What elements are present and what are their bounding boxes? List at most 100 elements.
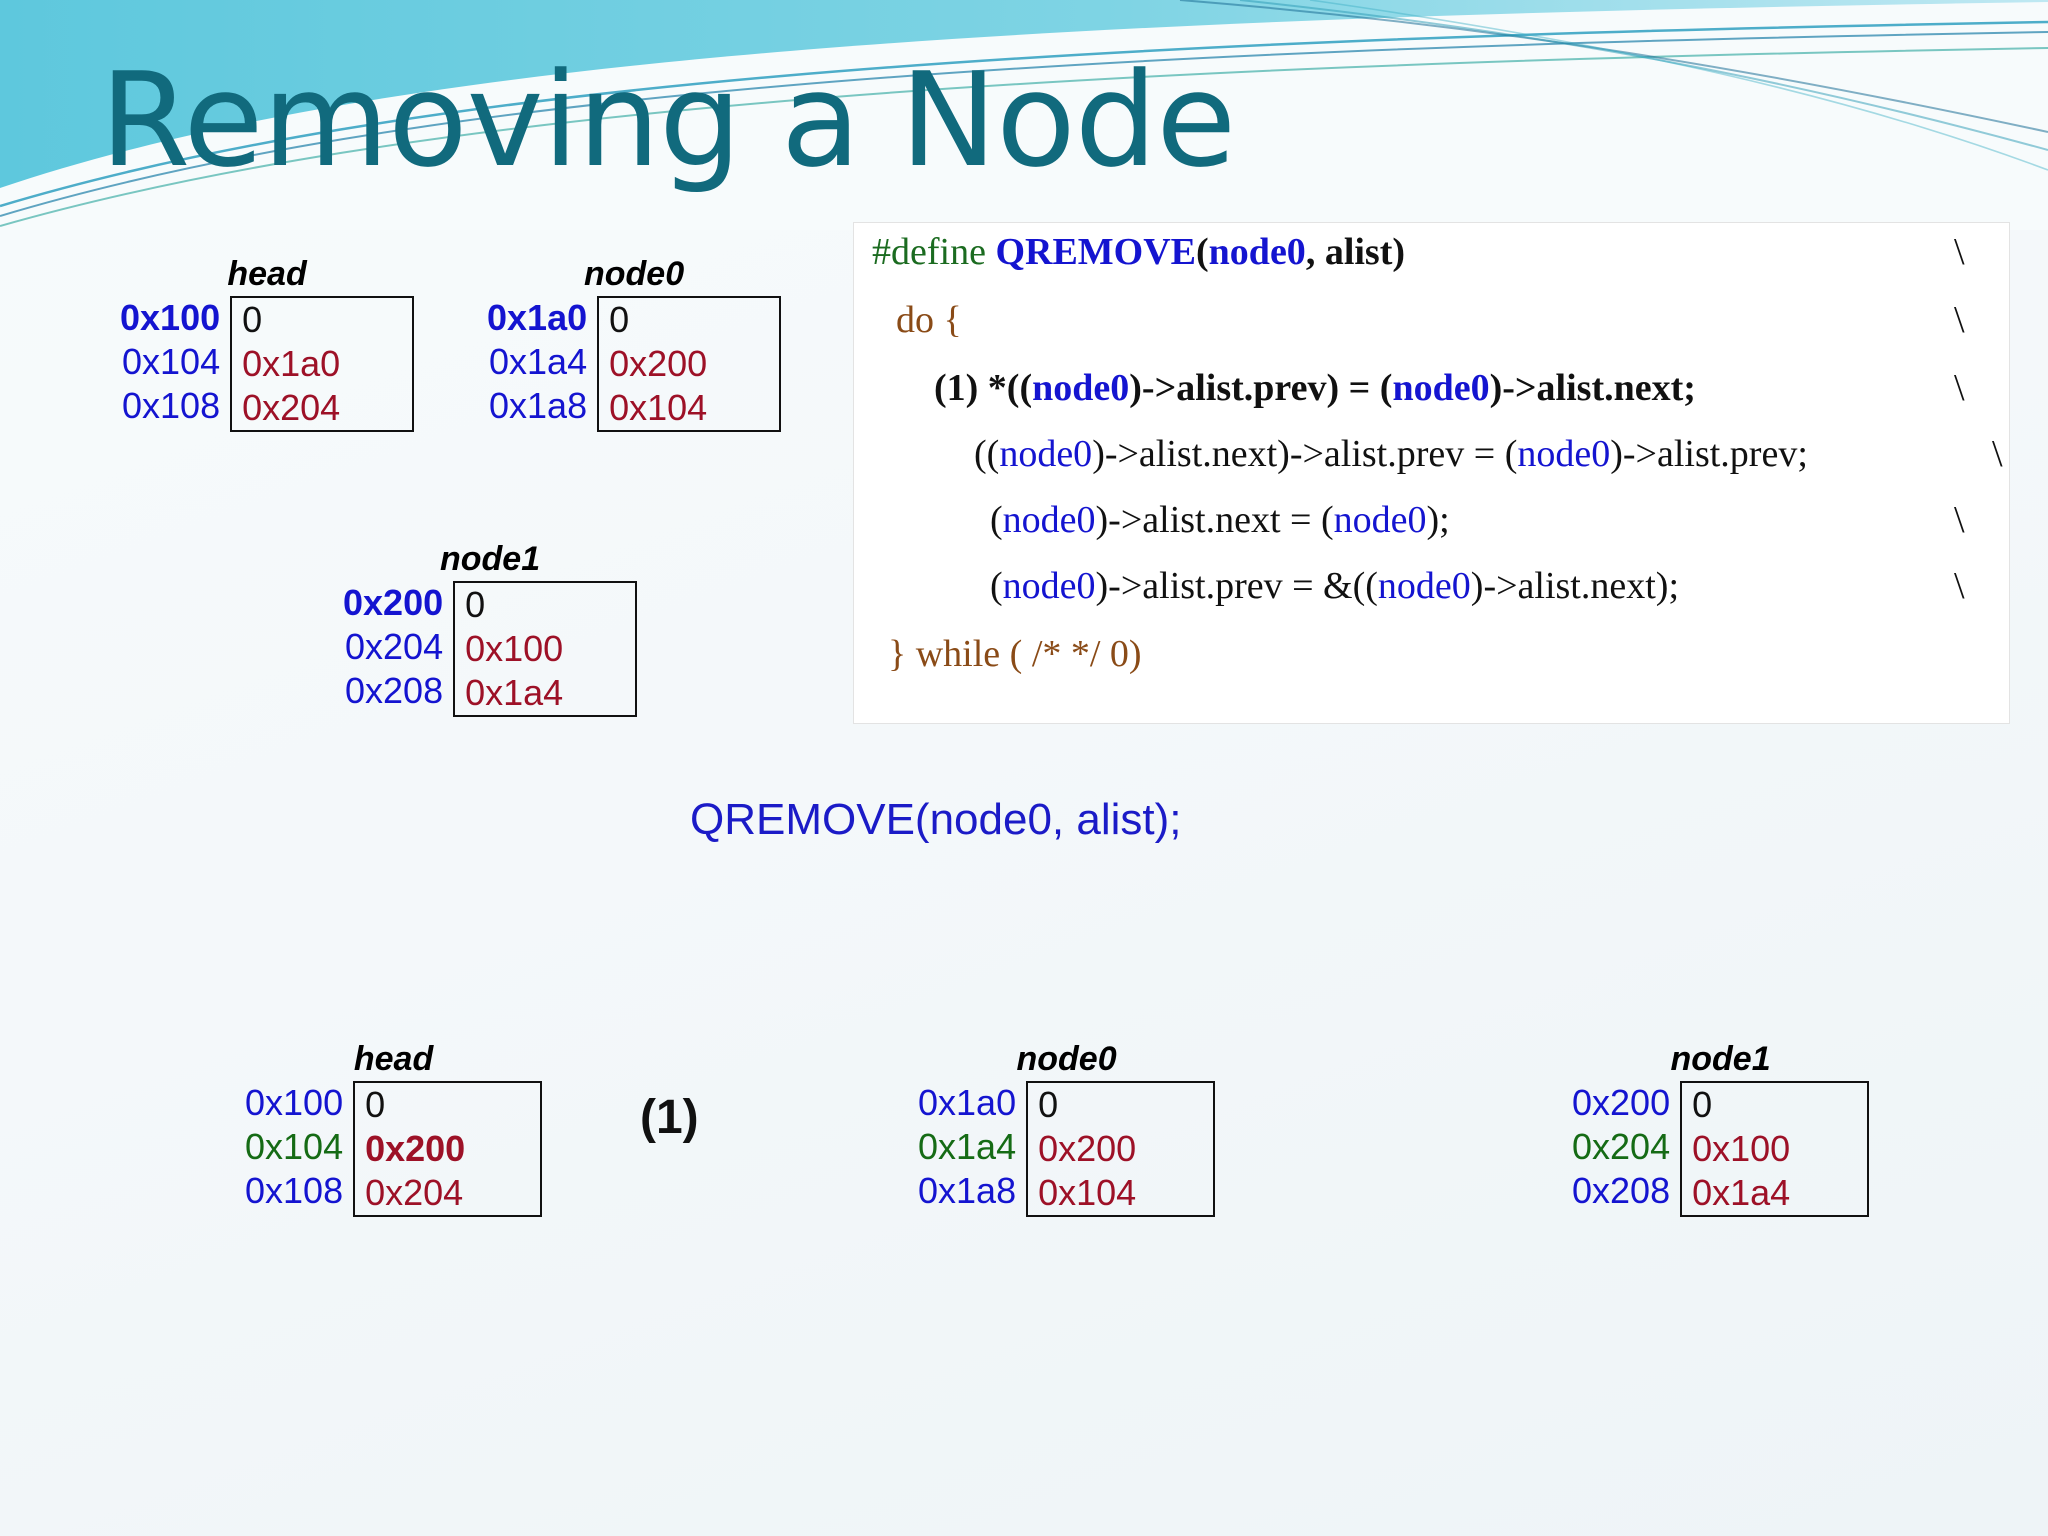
code-token: QREMOVE (995, 231, 1197, 273)
value-column: 0 0x100 0x1a4 (453, 581, 638, 717)
code-line-stmt3: (node0)->alist.next = (node0); (990, 501, 1450, 539)
code-token: )->alist.prev) = ( (1129, 367, 1393, 409)
value-cell: 0x1a4 (1692, 1171, 1791, 1213)
address-column: 0x200 0x204 0x208 (1572, 1081, 1680, 1217)
code-token: do { (896, 299, 962, 341)
code-cont-2: \ (1954, 367, 1965, 409)
code-token: alist (1324, 231, 1393, 273)
code-token: node0 (1032, 367, 1130, 409)
block-rows: 0x1a0 0x1a4 0x1a8 0 0x200 0x104 (487, 296, 782, 432)
call-statement: QREMOVE(node0, alist); (690, 795, 1182, 844)
code-token: node0 (999, 433, 1093, 475)
top-block-node1: node1 0x200 0x204 0x208 0 0x100 0x1a4 (343, 540, 638, 717)
address-cell: 0x208 (345, 669, 444, 711)
value-cell: 0x100 (1692, 1127, 1791, 1169)
value-cell: 0 (1038, 1084, 1059, 1125)
code-token: node0 (1002, 499, 1096, 541)
code-token: )->alist.next = ( (1095, 499, 1334, 541)
bottom-block-head: head 0x100 0x104 0x108 0 0x200 0x204 (245, 1040, 543, 1217)
code-token: ); (1426, 499, 1450, 541)
top-block-head: head 0x100 0x104 0x108 0 0x1a0 0x204 (120, 255, 415, 432)
address-cell: 0x1a0 (487, 297, 588, 338)
block-rows: 0x100 0x104 0x108 0 0x1a0 0x204 (120, 296, 415, 432)
code-token: node0 (1392, 367, 1490, 409)
code-line-stmt1: (1) *((node0)->alist.prev) = (node0)->al… (934, 369, 1696, 407)
value-cell: 0x204 (242, 386, 341, 428)
code-token: )->alist.next; (1489, 367, 1696, 409)
code-line-stmt4: (node0)->alist.prev = &((node0)->alist.n… (990, 567, 1679, 605)
address-cell: 0x1a4 (489, 340, 588, 382)
address-cell: 0x204 (345, 625, 444, 667)
code-cont-0: \ (1954, 231, 1965, 273)
block-rows: 0x200 0x204 0x208 0 0x100 0x1a4 (1572, 1081, 1870, 1217)
code-token: node0 (1517, 433, 1611, 475)
code-line-do: do { (896, 301, 962, 339)
code-token: node0 (1002, 565, 1096, 607)
address-column: 0x100 0x104 0x108 (245, 1081, 353, 1217)
code-token: #define (872, 231, 996, 273)
address-cell: 0x100 (245, 1082, 344, 1123)
value-column: 0 0x200 0x104 (597, 296, 782, 432)
code-token: ( (1196, 231, 1209, 273)
block-rows: 0x1a0 0x1a4 0x1a8 0 0x200 0x104 (918, 1081, 1216, 1217)
code-token: ) (1392, 231, 1406, 273)
address-cell: 0x104 (122, 340, 221, 382)
address-cell: 0x1a4 (918, 1125, 1017, 1167)
code-token: ( (990, 565, 1003, 607)
block-caption: head (353, 1040, 434, 1078)
address-column: 0x1a0 0x1a4 0x1a8 (487, 296, 597, 432)
code-token: } while ( /* */ 0) (888, 633, 1142, 675)
code-cont-5: \ (1954, 565, 1965, 607)
value-cell: 0 (465, 584, 486, 625)
bottom-block-node0: node0 0x1a0 0x1a4 0x1a8 0 0x200 0x104 (918, 1040, 1216, 1217)
value-cell: 0 (365, 1084, 386, 1125)
address-column: 0x1a0 0x1a4 0x1a8 (918, 1081, 1026, 1217)
code-token: (( (974, 433, 1000, 475)
step-label-1: (1) (640, 1091, 699, 1144)
code-cont-1: \ (1954, 299, 1965, 341)
address-column: 0x100 0x104 0x108 (120, 296, 230, 432)
code-token: )->alist.prev; (1610, 433, 1808, 475)
value-cell: 0 (609, 299, 630, 340)
address-cell: 0x1a8 (489, 384, 588, 426)
code-token: ( (990, 499, 1003, 541)
macro-code-panel: #define QREMOVE(node0, alist) do { (1) *… (853, 222, 2010, 724)
value-cell: 0x200 (609, 342, 708, 384)
code-token: )->alist.next)->alist.prev = ( (1092, 433, 1518, 475)
block-rows: 0x100 0x104 0x108 0 0x200 0x204 (245, 1081, 543, 1217)
page-title: Removing a Node (100, 44, 1236, 196)
code-token: )->alist.prev = &(( (1095, 565, 1378, 607)
value-cell: 0x100 (465, 627, 564, 669)
address-cell: 0x204 (1572, 1125, 1671, 1167)
header-decoration (0, 0, 2048, 230)
address-cell: 0x200 (343, 582, 444, 623)
value-cell: 0 (1692, 1084, 1713, 1125)
top-block-node0: node0 0x1a0 0x1a4 0x1a8 0 0x200 0x104 (487, 255, 782, 432)
value-column: 0 0x200 0x104 (1026, 1081, 1216, 1217)
value-column: 0 0x100 0x1a4 (1680, 1081, 1870, 1217)
address-cell: 0x108 (245, 1169, 344, 1211)
block-caption: node1 (439, 540, 541, 578)
code-token: node0 (1333, 499, 1427, 541)
code-cont-3: \ (1992, 433, 2003, 475)
value-cell: 0 (242, 299, 263, 340)
value-cell: 0x200 (1038, 1127, 1137, 1169)
code-line-while: } while ( /* */ 0) (888, 635, 1142, 673)
code-line-define: #define QREMOVE(node0, alist) (872, 233, 1405, 271)
block-caption: node0 (583, 255, 685, 293)
bottom-block-node1: node1 0x200 0x204 0x208 0 0x100 0x1a4 (1572, 1040, 1870, 1217)
address-cell: 0x104 (245, 1125, 344, 1167)
block-caption: node0 (1016, 1040, 1117, 1078)
address-cell: 0x208 (1572, 1169, 1671, 1211)
value-cell: 0x104 (1038, 1171, 1137, 1213)
address-cell: 0x200 (1572, 1082, 1671, 1123)
code-token: , (1305, 231, 1325, 273)
address-cell: 0x1a0 (918, 1082, 1017, 1123)
value-column: 0 0x1a0 0x204 (230, 296, 415, 432)
block-caption: head (227, 255, 307, 293)
value-column: 0 0x200 0x204 (353, 1081, 543, 1217)
code-token: node0 (1208, 231, 1306, 273)
value-cell: 0x1a0 (242, 342, 341, 384)
value-cell: 0x1a4 (465, 671, 564, 713)
